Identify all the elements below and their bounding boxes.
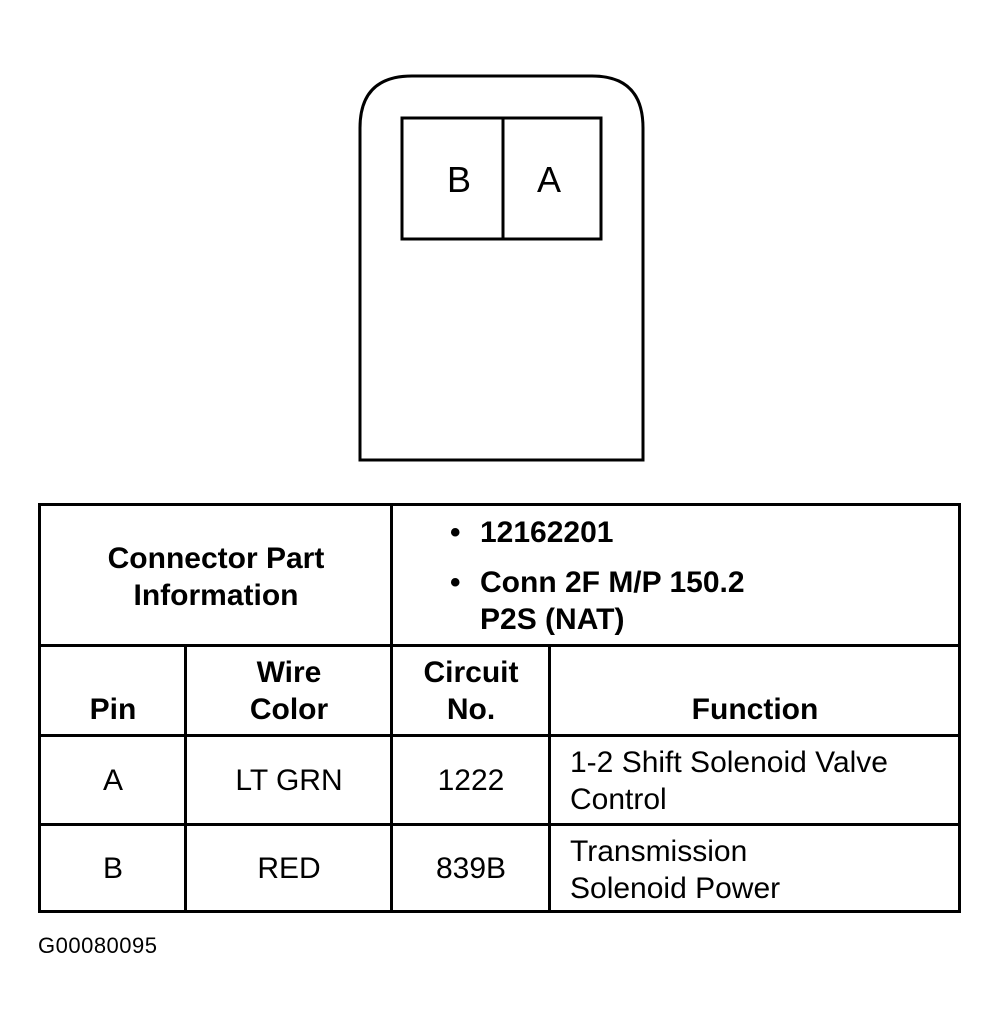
pin-b-label: B — [447, 159, 471, 200]
header-wire-color: Wire Color — [249, 656, 329, 726]
table-divider-part-info — [390, 503, 393, 913]
row-b-pin: B — [102, 852, 123, 885]
figure-id: G00080095 — [38, 933, 158, 958]
table-border-bottom — [38, 910, 961, 913]
row-a-function: 1-2 Shift Solenoid Valve Control — [570, 746, 888, 816]
connector-description-item-line2: P2S (NAT) — [480, 603, 625, 636]
connector-face-diagram: B A — [358, 74, 645, 462]
header-pin: Pin — [89, 693, 137, 726]
header-circuit-no: Circuit No. — [423, 656, 519, 726]
table-border-top — [38, 503, 961, 506]
table-divider-pin — [184, 644, 187, 913]
part-number-item: •12162201 — [450, 516, 614, 549]
cavity-pin-a — [501, 116, 603, 241]
connector-body — [358, 74, 645, 462]
row-b-function: Transmission Solenoid Power — [570, 835, 781, 905]
row-b-circuit: 839B — [435, 852, 507, 885]
part-info-label: Connector Part Information — [107, 542, 325, 612]
table-rule — [38, 734, 961, 737]
row-b-wire-color: RED — [257, 852, 321, 885]
row-a-circuit: 1222 — [437, 764, 505, 797]
connector-description-item: •Conn 2F M/P 150.2 — [450, 566, 745, 599]
table-border-right — [958, 503, 961, 913]
table-rule — [38, 644, 961, 647]
row-a-wire-color: LT GRN — [235, 764, 343, 797]
table-divider-circuit — [548, 644, 551, 913]
row-a-pin: A — [102, 764, 123, 797]
table-border-left — [38, 503, 41, 913]
table-rule — [38, 823, 961, 826]
header-function: Function — [691, 693, 819, 726]
pin-a-label: A — [537, 159, 561, 200]
